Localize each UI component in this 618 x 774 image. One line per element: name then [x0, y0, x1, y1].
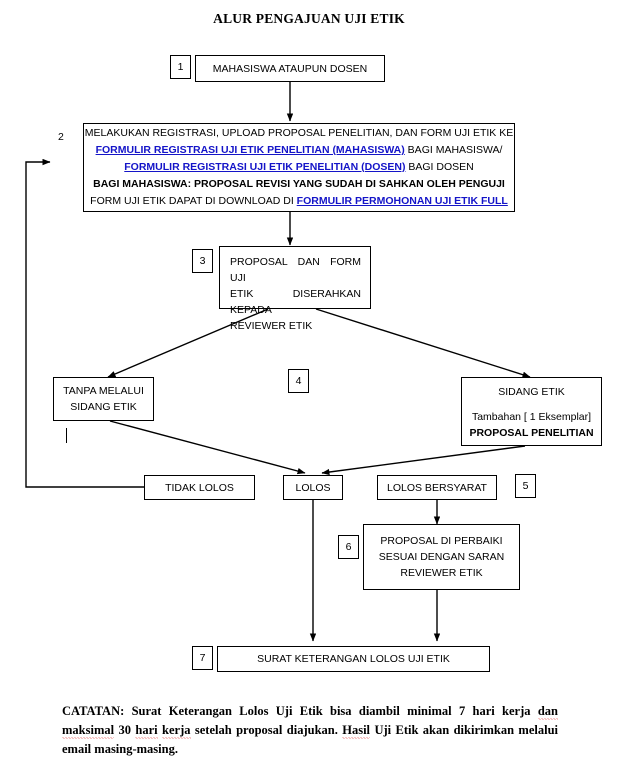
node-lolos-label: LOLOS	[295, 481, 331, 494]
footer-note-spell-dan: dan	[537, 704, 558, 720]
node-step1[interactable]: MAHASISWA ATAUPUN DOSEN	[195, 55, 385, 82]
node-sidang-etik-line2: Tambahan [ 1 Eksemplar]	[471, 411, 592, 423]
step-number-5: 5	[515, 474, 536, 498]
stray-text-cursor-mark	[66, 428, 68, 443]
node-step2-line5: FORM UJI ETIK DAPAT DI DOWNLOAD DI FORMU…	[90, 193, 508, 210]
footer-note-spell-hari: hari	[135, 723, 158, 739]
node-step6-line3: REVIEWER ETIK	[400, 567, 483, 579]
node-step7[interactable]: SURAT KETERANGAN LOLOS UJI ETIK	[217, 646, 490, 672]
node-lolos-bersyarat-label: LOLOS BERSYARAT	[387, 481, 487, 494]
node-tanpa-sidang-line1: TANPA MELALUI	[63, 385, 144, 397]
node-step7-label: SURAT KETERANGAN LOLOS UJI ETIK	[257, 653, 450, 665]
node-sidang-etik[interactable]: SIDANG ETIK Tambahan [ 1 Eksemplar] PROP…	[461, 377, 602, 446]
node-lolos[interactable]: LOLOS	[283, 475, 343, 500]
footer-note-label: CATATAN:	[62, 704, 125, 718]
step-number-1: 1	[170, 55, 191, 79]
node-step2-line4: BAGI MAHASISWA: PROPOSAL REVISI YANG SUD…	[93, 178, 505, 190]
node-step3[interactable]: PROPOSAL DAN FORM UJI ETIK DISERAHKAN KE…	[219, 246, 371, 332]
footer-note-part5: setelah proposal diajukan.	[190, 723, 343, 737]
node-step6-line1: PROPOSAL DI PERBAIKI	[380, 535, 503, 547]
node-step3-line1: PROPOSAL DAN FORM UJI	[230, 256, 361, 284]
link-permohonan-uji-etik-full[interactable]: FORMULIR PERMOHONAN UJI ETIK FULL	[296, 195, 508, 207]
node-tidak-lolos-label: TIDAK LOLOS	[165, 481, 234, 494]
node-step2-line2: FORMULIR REGISTRASI UJI ETIK PENELITIAN …	[96, 142, 503, 159]
node-step2-line1: MELAKUKAN REGISTRASI, UPLOAD PROPOSAL PE…	[84, 127, 514, 139]
node-step6[interactable]: PROPOSAL DI PERBAIKI SESUAI DENGAN SARAN…	[363, 524, 520, 590]
node-tanpa-sidang-etik[interactable]: TANPA MELALUI SIDANG ETIK	[53, 377, 154, 421]
node-step3-line2: ETIK DISERAHKAN KEPADA	[230, 288, 361, 316]
step-number-4: 4	[288, 369, 309, 393]
footer-note-spell-kerja: kerja	[162, 723, 191, 739]
step-number-2: 2	[58, 131, 64, 143]
step-number-7: 7	[192, 646, 213, 670]
footer-note-part1: Surat Keterangan Lolos Uji Etik bisa dia…	[124, 704, 538, 718]
node-step2-line5-head: FORM UJI ETIK DAPAT DI DOWNLOAD DI	[90, 195, 297, 207]
node-step6-line2: SESUAI DENGAN SARAN	[378, 551, 505, 563]
footer-note-part6: Uji Etik akan dikirimkan melalui email m…	[62, 723, 559, 756]
page-title: ALUR PENGAJUAN UJI ETIK	[213, 11, 405, 26]
footer-note: CATATAN: Surat Keterangan Lolos Uji Etik…	[62, 702, 558, 759]
footer-note-part3: 30	[114, 723, 136, 737]
node-step2[interactable]: MELAKUKAN REGISTRASI, UPLOAD PROPOSAL PE…	[83, 123, 515, 212]
footer-note-spell-maksimal: maksimal	[62, 723, 115, 739]
connector-sidang-lolos	[321, 445, 526, 476]
node-sidang-etik-line1: SIDANG ETIK	[498, 386, 565, 398]
node-step3-line3: REVIEWER ETIK	[230, 320, 313, 332]
node-sidang-etik-line3: PROPOSAL PENELITIAN	[469, 427, 594, 439]
step-number-3: 3	[192, 249, 213, 273]
node-step2-line3-tail: BAGI DOSEN	[405, 161, 474, 173]
footer-note-spell-hasil: Hasil	[342, 723, 371, 739]
node-tanpa-sidang-line2: SIDANG ETIK	[70, 401, 137, 413]
node-step1-label: MAHASISWA ATAUPUN DOSEN	[212, 62, 368, 75]
node-tidak-lolos[interactable]: TIDAK LOLOS	[144, 475, 255, 500]
node-lolos-bersyarat[interactable]: LOLOS BERSYARAT	[377, 475, 497, 500]
link-form-registrasi-mahasiswa[interactable]: FORMULIR REGISTRASI UJI ETIK PENELITIAN …	[95, 144, 405, 156]
connector-tanpa-lolos	[109, 420, 306, 475]
node-step2-line3: FORMULIR REGISTRASI UJI ETIK PENELITIAN …	[124, 159, 473, 176]
step-number-6: 6	[338, 535, 359, 559]
node-step2-line2-tail: BAGI MAHASISWA/	[404, 144, 503, 156]
link-form-registrasi-dosen[interactable]: FORMULIR REGISTRASI UJI ETIK PENELITIAN …	[124, 161, 406, 173]
